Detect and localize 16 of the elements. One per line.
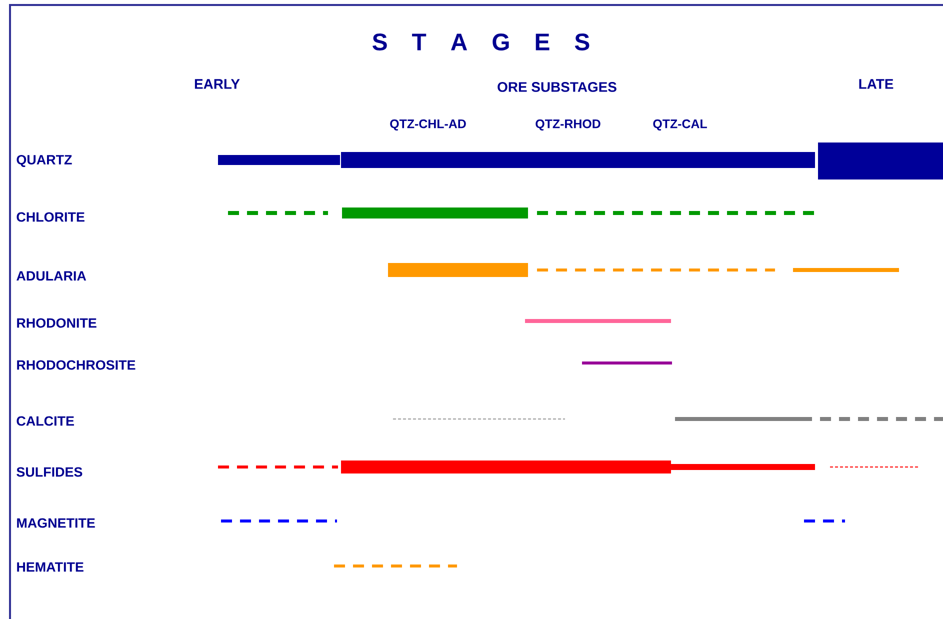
- substage-label: QTZ-RHOD: [536, 119, 600, 131]
- stage-label: LATE: [859, 79, 894, 89]
- substage-label: QTZ-CAL: [653, 119, 707, 131]
- mineral-label: QUARTZ: [16, 154, 72, 167]
- stage-label: ORE SUBSTAGES: [498, 82, 616, 92]
- mineral-label: SULFIDES: [16, 467, 82, 477]
- mineral-label: CALCITE: [16, 416, 74, 426]
- mineral-label: HEMATITE: [17, 562, 84, 572]
- mineral-label: CHLORITE: [16, 212, 84, 222]
- mineral-label: RHODONITE: [17, 318, 96, 328]
- mineral-label: RHODOCHROSITE: [17, 360, 136, 370]
- substage-label: QTZ-CHL-AD: [390, 119, 466, 131]
- mineral-label: MAGNETITE: [17, 518, 95, 528]
- mineral-label: ADULARIA: [16, 271, 86, 281]
- title: S T A G E S: [372, 34, 590, 50]
- stage-label: EARLY: [194, 79, 240, 89]
